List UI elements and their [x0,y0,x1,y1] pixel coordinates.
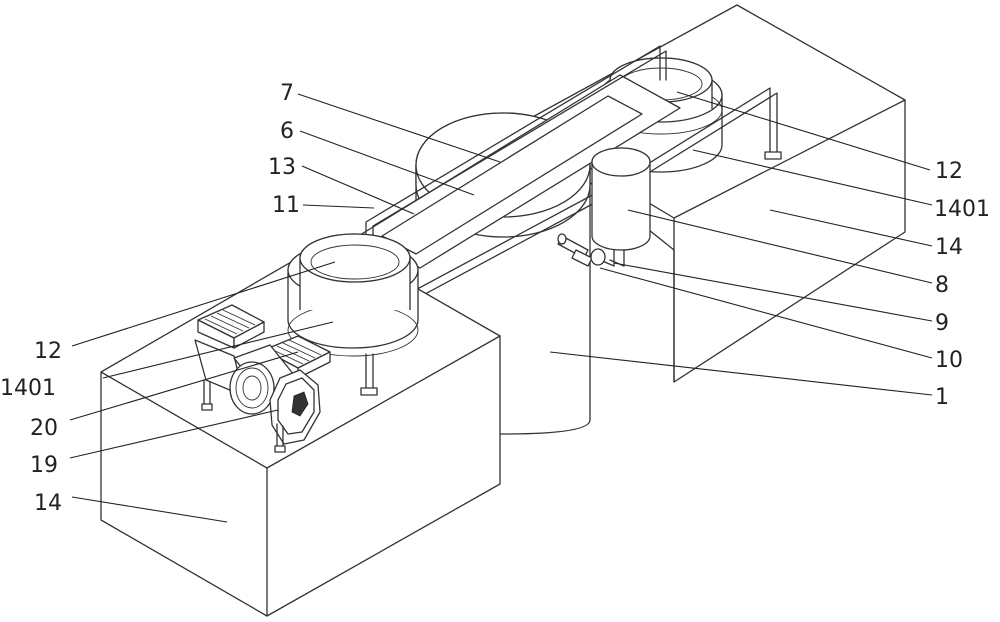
pump-unit [194,304,331,453]
callout-14-left: 14 [34,491,62,516]
callout-12-left: 12 [34,339,62,364]
callout-10: 10 [935,348,963,373]
leader-lines [69,91,933,523]
vertical-vessel [591,147,651,267]
callout-14-right: 14 [935,235,963,260]
callout-7: 7 [280,81,294,106]
left-tank [287,233,419,396]
callout-1401-right: 1401 [934,197,990,222]
callout-11: 11 [272,193,300,218]
callout-6: 6 [280,119,294,144]
callout-1401-left: 1401 [0,376,56,401]
callout-12-right: 12 [935,159,963,184]
callout-13: 13 [268,155,296,180]
callout-9: 9 [935,311,949,336]
inlet-valve [557,233,606,267]
callout-labels: 7 6 13 11 12 1401 20 19 14 12 1401 14 8 … [0,81,990,516]
callout-19: 19 [30,453,58,478]
platform-plate [359,74,681,269]
callout-20: 20 [30,416,58,441]
callout-1: 1 [935,385,949,410]
callout-8: 8 [935,273,949,298]
